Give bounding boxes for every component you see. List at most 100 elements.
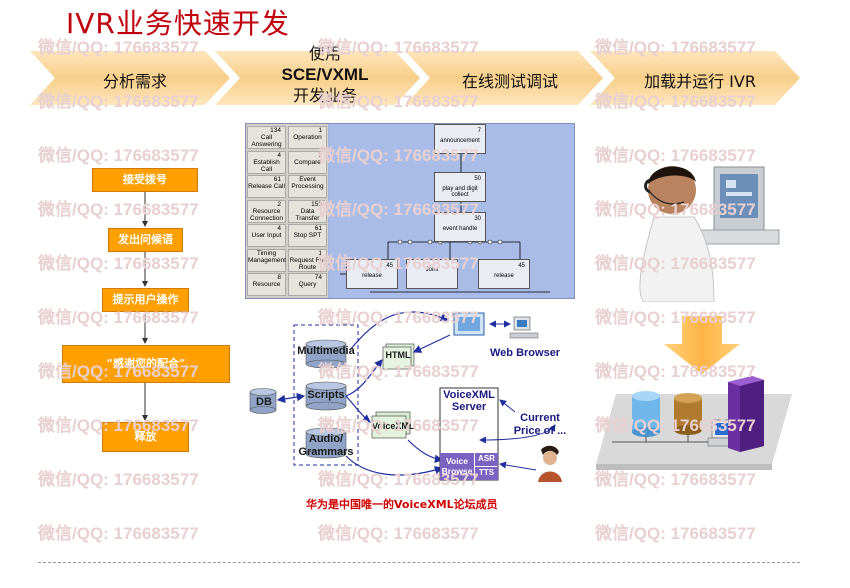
page-title: IVR业务快速开发: [66, 7, 290, 40]
sce-node-number: 30: [474, 216, 481, 222]
sce-palette-item-label: Timing Management: [248, 249, 286, 264]
sce-palette-item-label: Request For Route: [289, 256, 326, 271]
audio-cylinder: [305, 427, 347, 459]
chevron-1: [30, 51, 230, 105]
chevron-2: [215, 51, 420, 105]
server-platform: [596, 376, 792, 470]
sce-node[interactable]: 7 announcement: [434, 124, 486, 154]
sce-palette-item-number: 4: [277, 225, 281, 232]
tts-box: [475, 467, 498, 480]
sce-palette-item-number: 4: [277, 151, 281, 159]
voice-browser-box: [440, 453, 474, 480]
step-analyze: 分析需求: [102, 72, 167, 91]
voicexml-doc-label: VoiceXML: [372, 421, 415, 431]
sce-node-number: 45: [386, 263, 393, 269]
sce-node-number: 7: [477, 128, 481, 134]
sce-node-label: Joint: [425, 267, 439, 273]
sce-palette-item-number: 1: [318, 127, 322, 134]
sce-palette-item-label: Release Call: [248, 183, 285, 190]
step-test: 在线测试调试: [461, 72, 558, 91]
sce-palette-item-label: Event Processing: [291, 176, 324, 190]
current-price-label: Current Price of ...: [513, 412, 567, 437]
sce-palette-item-label: Resource Connection: [250, 207, 283, 222]
flow-step-accept: 接受拨号: [92, 168, 198, 192]
brown-database-icon: [674, 393, 702, 442]
operator-photo: [614, 122, 784, 302]
html-document-stack: [382, 343, 415, 370]
sce-node[interactable]: 45 release: [478, 259, 530, 289]
sce-node-label: announcement: [440, 138, 480, 144]
deploy-arrow: [664, 316, 740, 374]
sce-palette-item-number: 8: [277, 274, 281, 281]
multimedia-cylinder: [305, 339, 347, 369]
sce-palette-item[interactable]: Event Processing: [288, 175, 327, 198]
flow-step-greet: 发出问候语: [108, 228, 183, 252]
sce-palette-item-number: 61: [314, 225, 322, 232]
step-develop-line1: 使用: [308, 44, 341, 63]
sce-node[interactable]: 45 release: [346, 259, 398, 289]
sce-palette-item-number: 6: [318, 151, 322, 159]
voicexml-server-label-line1: VoiceXML: [443, 389, 495, 401]
html-label: HTML: [385, 350, 411, 360]
sce-palette-item-label: Query: [298, 281, 317, 288]
web-browser-label: Web Browser: [490, 347, 561, 359]
step-deploy: 加载并运行 IVR: [644, 72, 756, 91]
asr-label: ASR: [478, 454, 495, 463]
bottom-divider: [38, 562, 800, 563]
db-label: DB: [256, 396, 272, 408]
chevron-4: [590, 51, 800, 105]
sce-palette-item-label: Resource: [252, 281, 281, 288]
sce-palette-item-label: Operation: [293, 134, 322, 141]
process-chevrons: [30, 51, 800, 105]
flow-step-prompt: 提示用户操作: [102, 288, 189, 312]
multimedia-label: Multimedia: [297, 345, 355, 357]
step-develop: 使用 SCE/VXML 开发业务: [250, 43, 400, 106]
sce-palette-item-label: Establish Call: [253, 158, 280, 173]
sce-palette-item-label: Compare: [294, 158, 321, 166]
blue-database-icon: [632, 391, 660, 442]
flow-step-thanks: “感谢您的配合”: [62, 345, 230, 383]
sce-node[interactable]: 50 play and digit collect: [434, 172, 486, 202]
voicexml-server-label-line2: Server: [451, 401, 487, 413]
sce-palette-item-label: Call Answering: [251, 134, 282, 148]
voicexml-forum-note: 华为是中国唯一的VoiceXML论坛成员: [306, 498, 498, 511]
flow-step-release: 释放: [102, 422, 189, 452]
voicexml-server-label: VoiceXML Server: [440, 389, 498, 413]
sce-node-label: play and digit collect: [442, 186, 478, 198]
sce-palette-item-number: 2: [277, 200, 281, 208]
sce-node[interactable]: Joint: [406, 259, 458, 289]
step-develop-line2: SCE/VXML: [281, 65, 369, 84]
web-browser-computer: [453, 312, 539, 339]
sce-palette-item-label: Data Transfer: [295, 207, 320, 222]
sce-palette-item-number: 1: [318, 249, 322, 257]
sce-palette-item[interactable]: Timing Management: [247, 248, 286, 272]
sce-node-label: release: [362, 273, 382, 279]
scripts-label: Scripts: [307, 389, 345, 401]
voicexml-document-stack: [371, 411, 411, 439]
flow-connectors: [142, 192, 148, 421]
db-cylinder: [249, 388, 277, 414]
sce-node-label: release: [494, 273, 514, 279]
sce-palette-item-label: User Input: [251, 232, 282, 239]
chevron-3: [405, 51, 603, 105]
sce-node-number: 45: [518, 263, 525, 269]
sce-palette-item-number: 150: [311, 200, 322, 208]
tts-label: TTS: [478, 468, 495, 477]
sce-node-number: 50: [474, 176, 481, 182]
sce-palette-item-number: 74: [314, 274, 322, 281]
